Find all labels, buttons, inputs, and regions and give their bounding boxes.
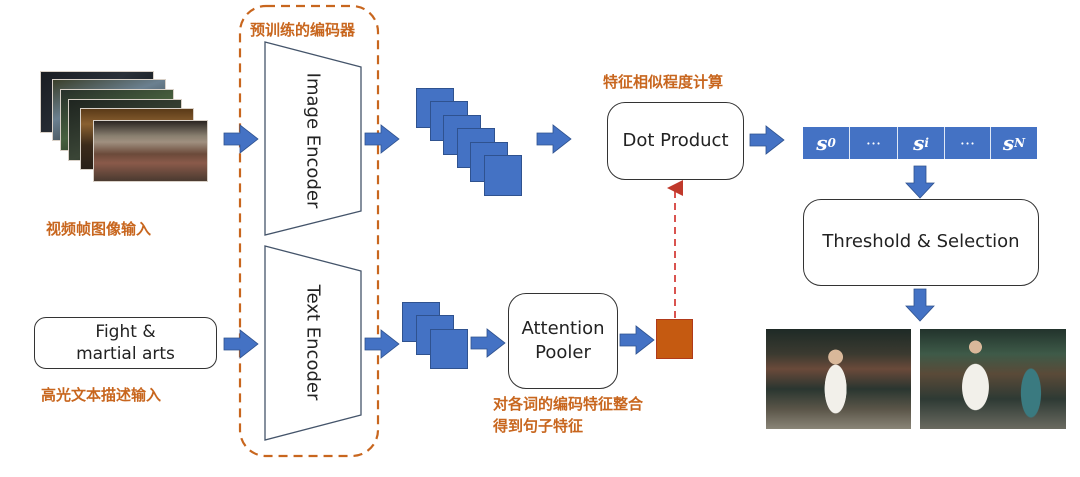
attention-pooler-line1: Attention bbox=[521, 317, 605, 339]
image-encoder: Image Encoder bbox=[223, 72, 403, 208]
score-sn-sub: N bbox=[1014, 136, 1026, 150]
similarity-calc-label: 特征相似程度计算 bbox=[603, 73, 724, 91]
arrow-image-encoder-to-features bbox=[364, 124, 400, 154]
text-encoder: Text Encoder bbox=[223, 284, 403, 400]
text-encoder-shape bbox=[264, 245, 362, 441]
score-cell-ellipsis: ··· bbox=[945, 127, 991, 159]
text-input-line1: Fight & bbox=[95, 321, 156, 342]
text-input-line2: martial arts bbox=[76, 344, 175, 364]
score-ellipsis: ··· bbox=[959, 133, 976, 153]
threshold-selection-block: Threshold & Selection bbox=[803, 199, 1039, 286]
pretrained-encoder-label: 预训练的编码器 bbox=[250, 21, 356, 39]
sentence-feature-square bbox=[656, 319, 693, 359]
pooler-note-line2: 得到句子特征 bbox=[493, 417, 584, 435]
arrow-text-to-text-encoder bbox=[223, 329, 259, 359]
result-image-2 bbox=[920, 329, 1066, 429]
score-sn-base: s bbox=[1002, 131, 1015, 155]
arrow-features-to-pooler bbox=[470, 328, 506, 358]
score-cell-ellipsis: ··· bbox=[850, 127, 898, 159]
threshold-selection-label: Threshold & Selection bbox=[822, 231, 1020, 253]
text-encoder-label: Text Encoder bbox=[302, 284, 324, 400]
score-ellipsis: ··· bbox=[865, 133, 882, 153]
attention-pooler-block: Attention Pooler bbox=[508, 293, 618, 389]
dot-product-label: Dot Product bbox=[622, 129, 729, 151]
score-s0-sub: 0 bbox=[827, 136, 836, 150]
image-encoder-label: Image Encoder bbox=[302, 72, 324, 208]
attention-pooler-line2: Pooler bbox=[535, 342, 591, 363]
pooler-note: 对各词的编码特征整合 得到句子特征 bbox=[493, 393, 643, 437]
score-si-sub: i bbox=[924, 136, 929, 150]
dot-product-block: Dot Product bbox=[607, 102, 744, 180]
arrow-features-to-dot-product bbox=[536, 124, 572, 154]
image-encoder-shape bbox=[264, 41, 362, 236]
pooler-note-line1: 对各词的编码特征整合 bbox=[493, 395, 644, 413]
text-feature-square bbox=[430, 329, 468, 369]
result-image-1 bbox=[766, 329, 911, 429]
arrow-text-encoder-to-features bbox=[364, 329, 400, 359]
highlight-text-input-label: 高光文本描述输入 bbox=[41, 386, 162, 404]
arrow-frames-to-image-encoder bbox=[223, 124, 259, 154]
video-frame-input-label: 视频帧图像输入 bbox=[46, 220, 152, 238]
text-input-box: Fight & martial arts bbox=[34, 317, 217, 369]
arrow-dot-product-to-scores bbox=[749, 125, 785, 155]
score-si-base: s bbox=[913, 131, 925, 155]
arrow-pooler-to-sentence-feature bbox=[619, 325, 655, 355]
arrow-scores-to-threshold bbox=[905, 165, 935, 199]
pretrained-encoder-frame bbox=[238, 4, 380, 458]
video-frame bbox=[93, 120, 208, 182]
arrow-threshold-to-results bbox=[905, 288, 935, 322]
score-s0-base: s bbox=[816, 131, 828, 155]
image-feature-square bbox=[484, 155, 522, 196]
